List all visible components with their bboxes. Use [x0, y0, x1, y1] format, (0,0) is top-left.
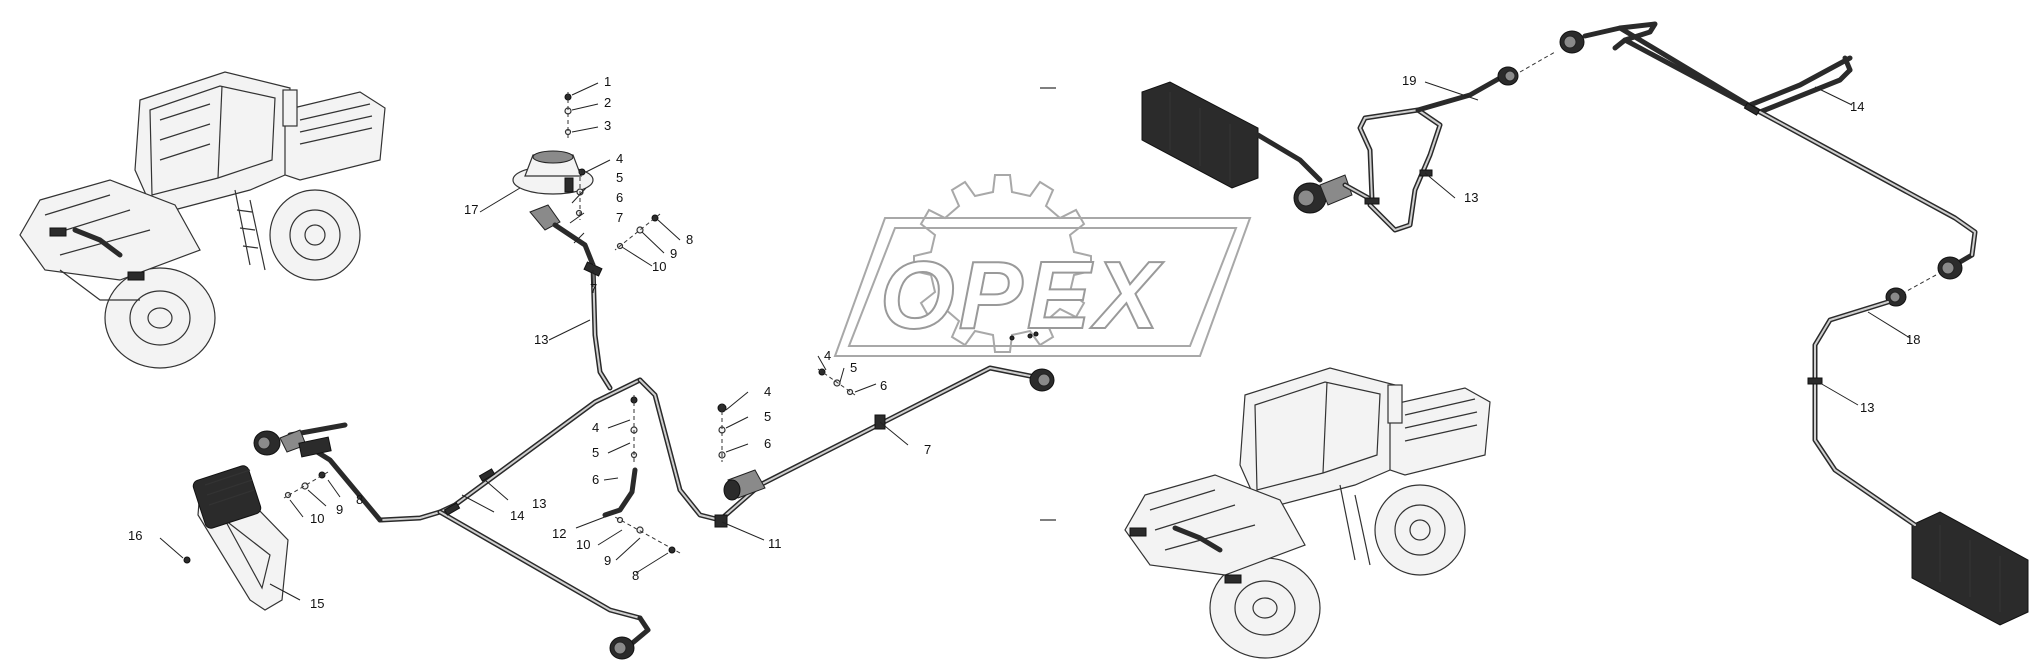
- callout-12: 12: [552, 526, 566, 541]
- callout-11: 11: [768, 536, 782, 551]
- leader-lines: [159, 81, 1911, 601]
- callout-17: 17: [464, 202, 478, 217]
- callout-15: 15: [310, 596, 324, 611]
- callout-4: 4: [592, 420, 599, 435]
- beacon-lamp: [512, 150, 594, 195]
- center-socket: [723, 469, 766, 501]
- callout-7: 7: [590, 281, 597, 296]
- callout-16: 16: [128, 528, 142, 543]
- callout-6: 6: [880, 378, 887, 393]
- tractor-illustration-left: [19, 71, 386, 369]
- module-top-left: [1141, 81, 1259, 189]
- callout-5: 5: [850, 360, 857, 375]
- watermark-logo: OPEX: [833, 174, 1252, 357]
- callout-10: 10: [652, 259, 666, 274]
- callout-5: 5: [592, 445, 599, 460]
- mounting-bracket: [192, 465, 289, 611]
- callout-18: 18: [1906, 332, 1920, 347]
- callout-13: 13: [1860, 400, 1874, 415]
- callout-19: 19: [1402, 73, 1416, 88]
- callout-13: 13: [532, 496, 546, 511]
- right-harness: [1141, 21, 2029, 626]
- callout-8: 8: [686, 232, 693, 247]
- callout-1: 1: [604, 74, 611, 89]
- callout-6: 6: [592, 472, 599, 487]
- callout-labels: 1 2 3 4 5 6 7 8 9 10 7 17 13 4 5 6 7 4 5…: [128, 73, 1920, 611]
- callout-8: 8: [632, 568, 639, 583]
- callout-4: 4: [616, 151, 623, 166]
- callout-13: 13: [534, 332, 548, 347]
- callout-4: 4: [764, 384, 771, 399]
- logo-text: OPEX: [880, 242, 1164, 349]
- callout-10: 10: [576, 537, 590, 552]
- callout-9: 9: [604, 553, 611, 568]
- callout-14: 14: [1850, 99, 1864, 114]
- callout-6: 6: [616, 190, 623, 205]
- callout-5: 5: [764, 409, 771, 424]
- callout-7: 7: [616, 210, 623, 225]
- callout-7: 7: [924, 442, 931, 457]
- callout-4: 4: [824, 348, 831, 363]
- callout-9: 9: [670, 246, 677, 261]
- logo-frame: [833, 217, 1252, 357]
- callout-14: 14: [510, 508, 524, 523]
- callout-3: 3: [604, 118, 611, 133]
- callout-9: 9: [336, 502, 343, 517]
- module-bottom-right: [1911, 511, 2029, 626]
- callout-6: 6: [764, 436, 771, 451]
- callout-5: 5: [616, 170, 623, 185]
- gear-icon: [913, 174, 1092, 353]
- tractor-illustration-right: [1124, 367, 1491, 659]
- callout-13: 13: [1464, 190, 1478, 205]
- callout-2: 2: [604, 95, 611, 110]
- callout-8: 8: [356, 492, 363, 507]
- callout-10: 10: [310, 511, 324, 526]
- center-harness: [183, 92, 1055, 660]
